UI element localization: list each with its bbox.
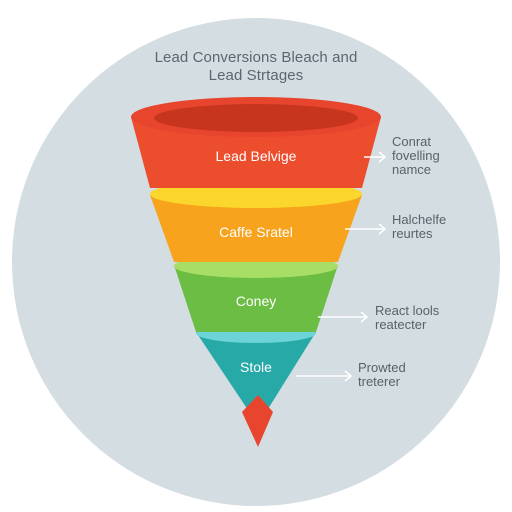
stage-1-note-line-2: fovelling <box>392 148 440 163</box>
stage-1-note-line-3: namce <box>392 162 432 177</box>
funnel-stage-3 <box>174 265 338 332</box>
diagram-title-line-1: Lead Conversions Bleach and <box>154 49 358 66</box>
stage-1-label: Lead Belvige <box>215 148 297 164</box>
funnel-stage-1 <box>131 117 381 188</box>
stage-4-note-line-2: treterer <box>358 374 400 389</box>
funnel-stage-2 <box>150 195 362 262</box>
arrow-2 <box>345 223 387 235</box>
stage-1-note-line-1: Conrat <box>392 134 432 149</box>
stage-3-note-line-2: reatecter <box>375 317 427 332</box>
stage-2-label: Caffe Sratel <box>219 224 293 240</box>
stage-4-label: Stole <box>240 359 272 375</box>
arrow-4 <box>296 370 353 382</box>
stage-2-note: Halchelfe reurtes <box>392 213 512 241</box>
arrow-3 <box>318 311 369 323</box>
stage-2-note-line-1: Halchelfe <box>392 212 447 227</box>
diagram-title-line-2: Lead Strtages <box>208 67 304 84</box>
stage-1-note: Conrat fovelling namce <box>392 135 512 177</box>
stage-3-note: React lools reatecter <box>375 304 495 332</box>
stage-3-note-line-1: React lools <box>375 303 440 318</box>
arrow-1 <box>364 151 387 163</box>
stage-2-note-line-2: reurtes <box>392 226 433 241</box>
funnel-tip <box>242 395 273 447</box>
funnel-stage-1-opening <box>154 104 358 132</box>
stage-4-note-line-1: Prowted <box>358 360 406 375</box>
funnel-stage-4 <box>196 332 316 425</box>
stage-3-label: Coney <box>235 293 277 309</box>
stage-4-note: Prowted treterer <box>358 361 478 389</box>
